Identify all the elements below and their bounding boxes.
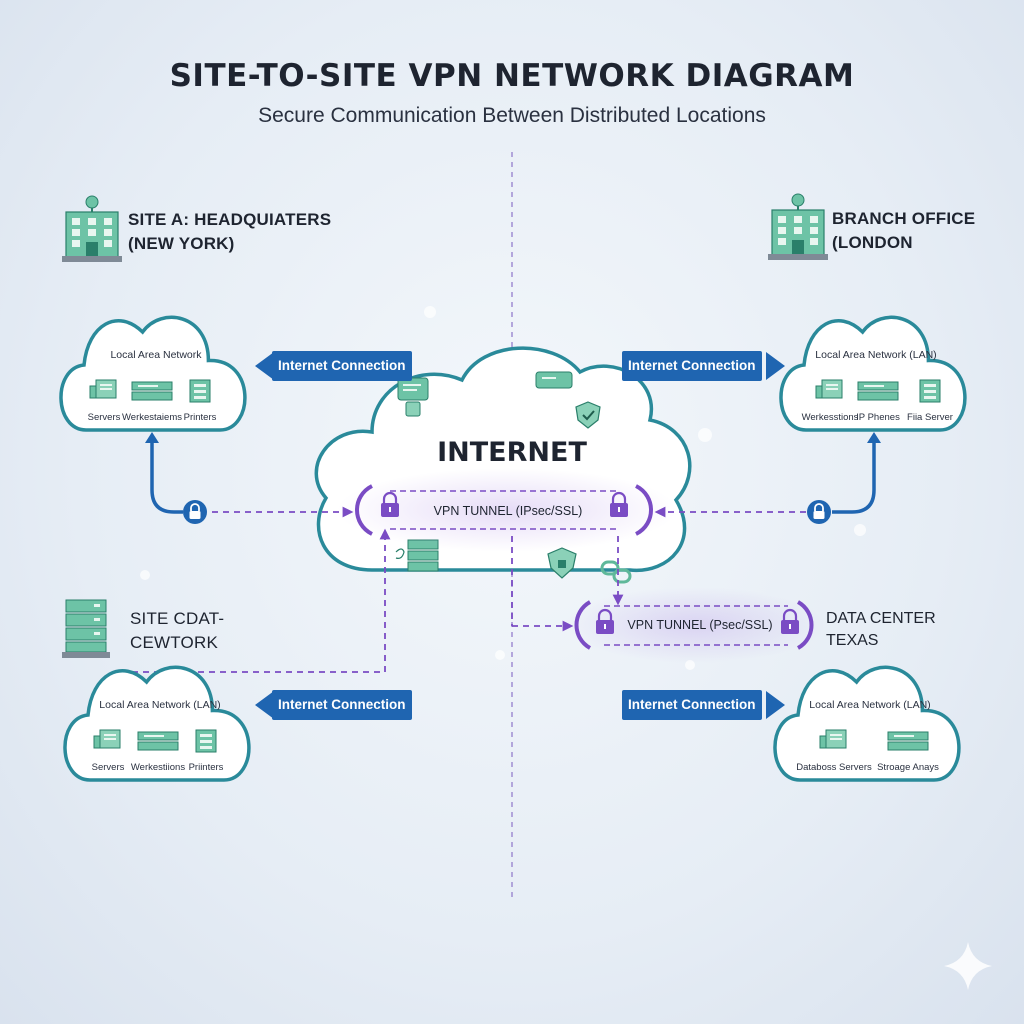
- hq-internet-connection-badge: Internet Connection: [272, 351, 412, 381]
- lan-title: Local Area Network: [110, 349, 202, 361]
- london-internet-connection-badge: Internet Connection: [622, 351, 762, 381]
- printer-icon: [919, 379, 941, 403]
- lan-device-label: Fiia Server: [907, 412, 953, 423]
- lan-device-label: Servers: [88, 412, 121, 423]
- texas-internet-connection-badge: Internet Connection: [622, 690, 762, 720]
- page-subtitle: Secure Communication Between Distributed…: [258, 104, 766, 127]
- lan-device-label: Priinters: [189, 762, 224, 773]
- lock-icon: [596, 608, 614, 634]
- site-texas-label: DATA CENTER TEXAS: [826, 610, 936, 649]
- workstation-icon: [857, 381, 899, 401]
- site-c-label: SITE CDAT- CEWTORK: [130, 609, 225, 652]
- site-london-label: BRANCH OFFICE (LONDON: [832, 209, 976, 252]
- lan-device-label: Printers: [184, 412, 217, 423]
- sparkle-decorations: [140, 306, 866, 670]
- vpn-tunnel-secondary: VPN TUNNEL (Psec/SSL): [565, 587, 825, 663]
- lan-title: Local Area Network (LAN): [809, 699, 930, 711]
- server-icon: [93, 729, 121, 749]
- shield-icon: [547, 547, 577, 579]
- texas-connection-arrow: [766, 691, 785, 719]
- printer-icon: [195, 729, 217, 753]
- router-icon: [535, 371, 573, 389]
- lan-device-label: Werkestaiems: [122, 412, 182, 423]
- lan-device-label: Werkestiions: [131, 762, 185, 773]
- london-connection-arrow: [766, 352, 785, 380]
- lan-device-label: Databoss Servers: [796, 762, 872, 773]
- lan-cloud-site-c: Local Area Network (LAN) Servers Werkestii…: [63, 665, 251, 782]
- vpn-tunnel-secondary-label: VPN TUNNEL (Psec/SSL): [627, 618, 772, 632]
- hq-return-path: [145, 432, 183, 514]
- site-hq-label: SITE A: HEADQUIATERS (NEW YORK): [128, 210, 332, 253]
- lan-device-label: Stroage Anays: [877, 762, 939, 773]
- server-icon: [89, 379, 117, 399]
- server-icon: [815, 379, 843, 399]
- hq-connection-arrow: [255, 352, 274, 380]
- lock-icon: [183, 500, 207, 524]
- link-icon: [600, 560, 632, 584]
- lan-device-label: IP Phenes: [856, 412, 900, 423]
- building-icon: [768, 193, 828, 260]
- lan-title: Local Area Network (LAN): [99, 699, 220, 711]
- lan-cloud-texas: Local Area Network (LAN) Databoss Servers…: [773, 665, 961, 782]
- site-c-internet-connection-badge: Internet Connection: [272, 690, 412, 720]
- server-icon: [819, 729, 847, 749]
- sparkle-icon: [944, 942, 992, 990]
- lock-icon: [807, 500, 831, 524]
- workstation-icon: [887, 731, 929, 751]
- internet-label: INTERNET: [437, 437, 587, 468]
- server-rack-icon: [62, 599, 110, 658]
- printer-icon: [189, 379, 211, 403]
- site-c-connection-arrow: [255, 691, 274, 719]
- london-return-path: [832, 432, 881, 514]
- lock-icon: [610, 491, 628, 517]
- building-icon: [62, 195, 122, 262]
- page-title: SITE-TO-SITE VPN NETWORK DIAGRAM: [169, 58, 855, 94]
- lock-icon: [781, 608, 799, 634]
- lan-device-label: Werkesstions: [802, 412, 859, 423]
- workstation-icon: [137, 731, 179, 751]
- vpn-tunnel-main: VPN TUNNEL (IPsec/SSL): [337, 468, 677, 552]
- lan-title: Local Area Network (LAN): [815, 349, 936, 361]
- vpn-tunnel-main-label: VPN TUNNEL (IPsec/SSL): [434, 504, 583, 518]
- vpn-dashed-connectors: [132, 506, 806, 673]
- workstation-icon: [131, 381, 173, 401]
- lock-icon: [381, 491, 399, 517]
- chat-icon: [397, 377, 429, 417]
- lan-device-label: Servers: [92, 762, 125, 773]
- shield-icon: [575, 401, 601, 429]
